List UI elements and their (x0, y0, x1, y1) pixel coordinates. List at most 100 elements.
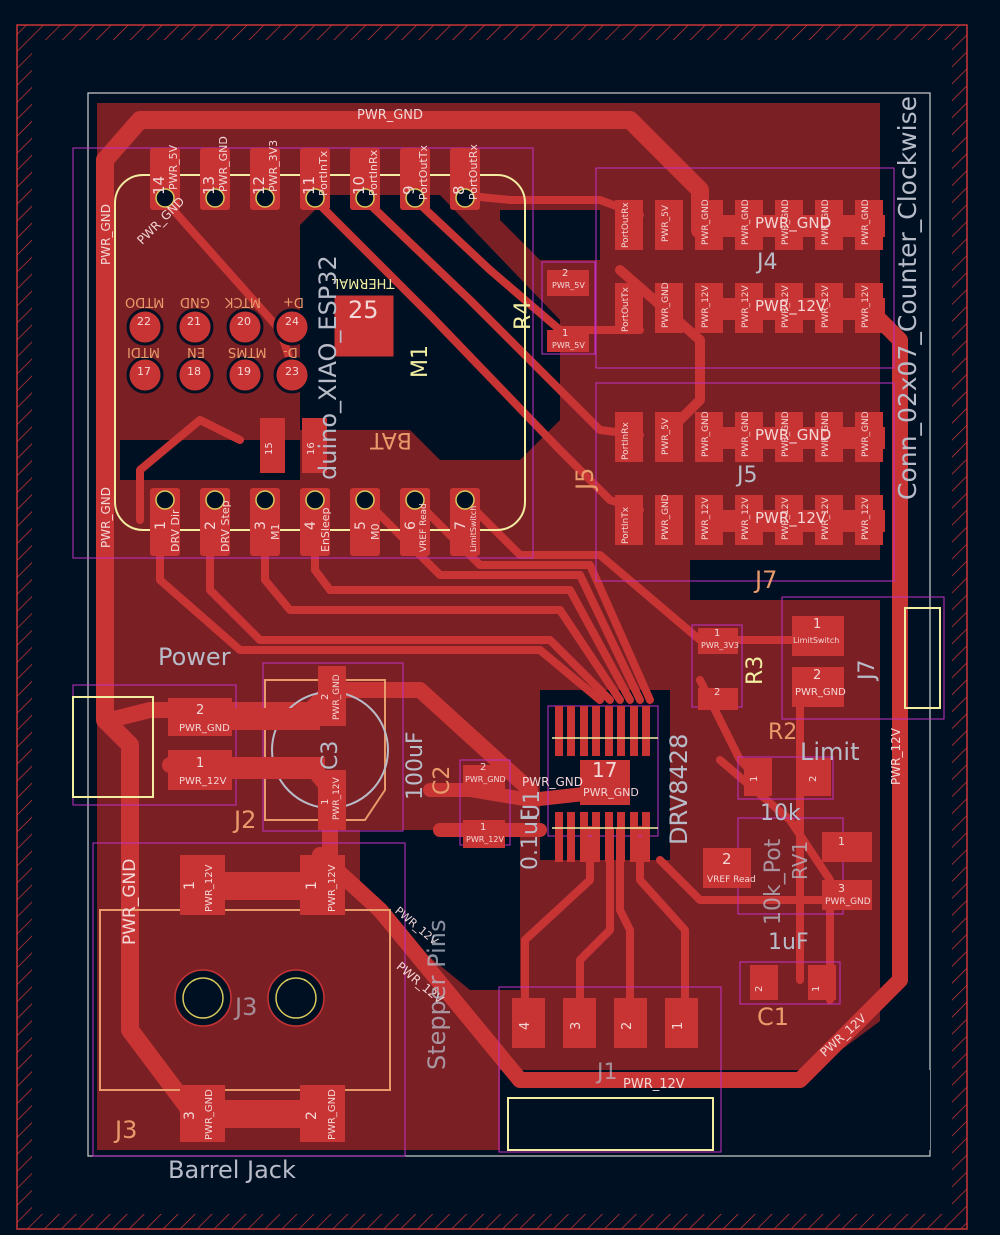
j3-footprint[interactable] (174, 855, 345, 1142)
j2-pads[interactable] (168, 698, 325, 790)
c3-ref: C3 (318, 740, 343, 770)
j1-pads[interactable] (512, 998, 698, 1048)
keepout-zone[interactable] (16, 24, 968, 1230)
pin-net: EnSleep (319, 507, 332, 552)
jtag-label: EN (187, 344, 205, 359)
rv1-pad2-num: 2 (722, 850, 732, 868)
r3-ref: R3 (743, 655, 768, 685)
pin-number: 4 (303, 521, 319, 530)
pin-number: 6 (403, 521, 419, 530)
rv1-pad1-num: 1 (838, 835, 845, 848)
j3-pad2-num: 2 (304, 1111, 320, 1120)
u1-ep-net: PWR_GND (583, 786, 639, 799)
c3-pad1-net: PWR_12V (332, 777, 342, 820)
pin-number: 9 (400, 185, 418, 195)
track-label-top-gnd: PWR_GND (357, 108, 424, 123)
jtag-pad-number: 19 (237, 365, 251, 378)
track-label-left-gnd-lower: PWR_GND (99, 487, 113, 548)
pin-net: PWR_GND (661, 282, 671, 328)
pin-net: PWR_12V (741, 285, 751, 328)
m1-value: duino_XIAO_ESP32 (314, 255, 342, 480)
r4-pad1-net: PWR_5V (552, 341, 585, 350)
pin-net: PWR_12V (741, 497, 751, 540)
c2-ref: C2 (430, 765, 455, 795)
track-label-right-12v-upper: PWR_12V (889, 728, 903, 785)
r4-pads[interactable] (547, 270, 589, 352)
j5-fab-ref: J5 (737, 463, 758, 488)
pin-net: PWR_12V (821, 497, 831, 540)
j2-pad2-net: PWR_GND (179, 723, 230, 734)
c1-value: 1uF (768, 930, 809, 955)
pin-net: M1 (269, 523, 282, 541)
c1-pad2-num: 2 (754, 985, 765, 992)
j5-pads[interactable] (615, 412, 885, 545)
pin-net: PWR_GND (861, 199, 871, 245)
j3-pad1a-num: 1 (182, 881, 198, 890)
pin-net: PWR_GND (741, 199, 751, 245)
jtag-label: D- (283, 344, 298, 359)
j7-pad2-num: 2 (813, 668, 822, 683)
pin-number: 3 (253, 521, 269, 530)
pin-net: PWR_GND (781, 199, 791, 245)
pin-net: PortOutRx (621, 202, 631, 248)
copper-tracks[interactable] (96, 111, 908, 1119)
j3-pad3-net: PWR_GND (204, 1089, 215, 1140)
m1-jtag-pads[interactable] (126, 308, 311, 394)
j4-pads[interactable] (615, 200, 885, 333)
m1-top-pads[interactable] (150, 148, 480, 210)
j7-pads[interactable] (792, 616, 844, 707)
pin-net: PWR_3V3 (267, 139, 280, 192)
pin-net: PWR_GND (821, 199, 831, 245)
pin-net: VREF Read (419, 503, 429, 552)
pin-net: PortInRx (367, 149, 380, 196)
j2-pad1-net: PWR_12V (179, 776, 227, 787)
bat-label: BAT (370, 427, 412, 452)
jtag-label: MTDI (127, 344, 161, 359)
jtag-pad-number: 18 (187, 365, 201, 378)
c1-pad1-num: 1 (811, 985, 822, 992)
jtag-pad-number: 17 (137, 365, 151, 378)
pin-net: M0 (369, 523, 382, 541)
j5-bus-bottom-label: PWR_12V (755, 509, 827, 527)
c2-pad1-net: PWR_12V (466, 835, 504, 844)
m1-smd-pads[interactable] (260, 295, 394, 473)
j1-pad1-num: 1 (671, 1021, 686, 1030)
r2-rv1-c1-pads[interactable] (703, 758, 872, 1000)
j7-fab-ref: J7 (855, 659, 880, 681)
board-edge[interactable] (87, 92, 931, 1157)
jtag-pad-number: 22 (137, 315, 151, 328)
pin-number: 5 (353, 521, 369, 530)
pin-net: PWR_12V (861, 285, 871, 328)
pin-number: 8 (450, 185, 468, 195)
j1-pad4-num: 4 (518, 1021, 533, 1030)
pin-net: PortOutTx (417, 145, 430, 200)
track-label-bottom-12v: PWR_12V (623, 1077, 685, 1092)
c3-pads[interactable] (318, 666, 346, 830)
j4-ref: J4 (757, 250, 778, 275)
pin-net: PortInTx (621, 506, 631, 544)
c2-pads[interactable] (463, 765, 505, 848)
pin-number: 14 (150, 175, 168, 195)
pin-number: 2 (203, 521, 219, 530)
j2-value: Power (158, 643, 231, 671)
c3-pad2-num: 2 (320, 693, 331, 700)
r2-pad1-num: 1 (749, 775, 760, 782)
pin-net: PWR_GND (701, 411, 711, 457)
bat-pad-15: 15 (264, 442, 275, 455)
m1-bottom-pads[interactable] (150, 488, 480, 556)
u1-footprint[interactable] (552, 706, 658, 862)
rv1-pad2-net: VREF Read (707, 875, 756, 885)
pin-number: 13 (200, 175, 218, 195)
c3-pad1-num: 1 (320, 798, 331, 805)
j2-ref: J2 (234, 806, 257, 834)
r3-pad2-num: 2 (714, 687, 721, 698)
j3-value: Barrel Jack (168, 1156, 296, 1184)
rv1-ref: RV1 (788, 840, 812, 880)
j5-ref: J5 (571, 467, 599, 490)
jtag-pad-number: 20 (237, 315, 251, 328)
j3-pad1b-net: PWR_12V (327, 864, 338, 912)
pin-net: PWR_GND (781, 411, 791, 457)
r3-pads[interactable] (698, 628, 738, 710)
jtag-pad-number: 23 (285, 365, 299, 378)
